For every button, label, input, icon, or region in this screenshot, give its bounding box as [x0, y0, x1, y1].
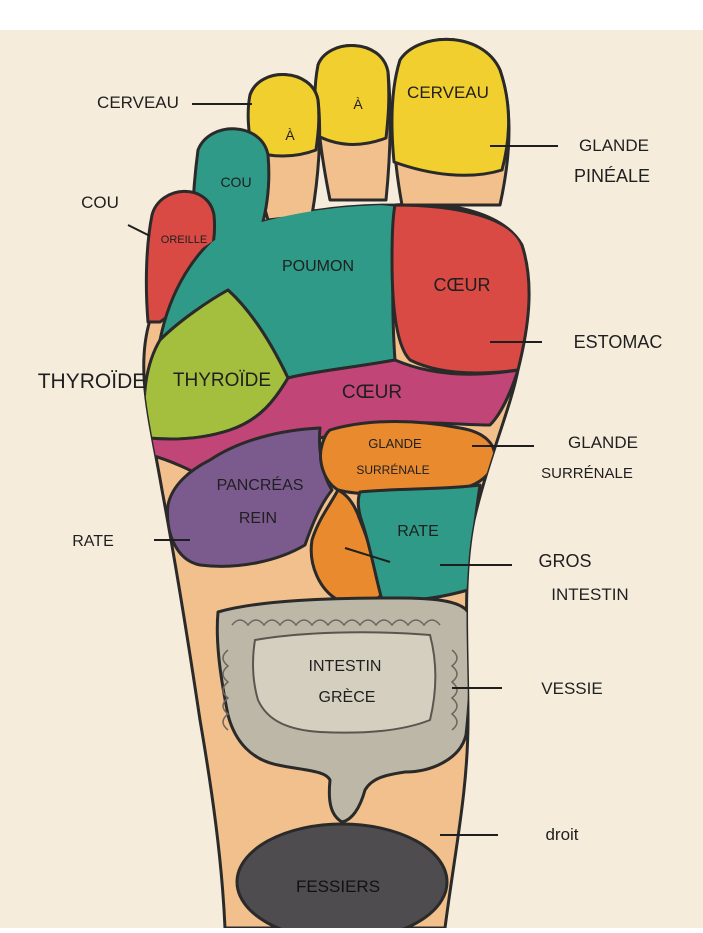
zone-label-toe-3: À — [353, 96, 363, 112]
leader-cou-left — [127, 224, 151, 237]
adrenal-zone — [319, 420, 497, 496]
label-cou-left: COU — [81, 193, 119, 212]
zone-label-intestine-2: GRÈCE — [319, 687, 376, 706]
zone-label-pancreas-2: REIN — [239, 510, 277, 527]
zone-label-heart-band: CŒUR — [342, 382, 402, 403]
toe-3-zone — [313, 44, 391, 147]
label-thyroide-left: THYROÏDE — [38, 370, 147, 393]
label-surrenale-2: SURRÉNALE — [541, 465, 633, 482]
zone-label-thyroid: THYROÏDE — [173, 370, 271, 391]
spleen-zone — [356, 483, 482, 602]
zone-label-spleen: RATE — [397, 523, 438, 540]
label-droit: droit — [545, 825, 578, 844]
label-cerveau-left: CERVEAU — [97, 93, 179, 112]
leader-rate-inner — [344, 547, 391, 563]
label-surrenale-1: GLANDE — [568, 433, 638, 452]
pancreas-zone — [165, 426, 334, 568]
big-toe-zone — [390, 38, 510, 177]
zone-label-toe-4: COU — [220, 174, 251, 190]
zone-label-heel: FESSIERS — [296, 877, 380, 896]
label-estomac: ESTOMAC — [574, 332, 663, 352]
label-pineale-2: PINÉALE — [574, 166, 650, 186]
heel-zone — [235, 822, 449, 929]
zone-label-pancreas-1: PANCRÉAS — [217, 475, 304, 494]
label-gros-1: GROS — [538, 551, 591, 571]
zone-label-adrenal-1: GLANDE — [368, 436, 422, 451]
label-pineale-1: GLANDE — [579, 136, 649, 155]
zone-label-adrenal-2: SURRÉNALE — [356, 462, 429, 477]
label-rate-left: RATE — [72, 533, 113, 550]
zone-label-heart-upper: CŒUR — [434, 275, 491, 295]
label-vessie: VESSIE — [541, 679, 602, 698]
zone-label-toe-5: OREILLE — [161, 234, 207, 246]
zone-label-big-toe: CERVEAU — [407, 83, 489, 102]
label-gros-2: INTESTIN — [551, 585, 628, 604]
intestine-inner — [252, 631, 437, 734]
intestine-folds — [222, 619, 458, 731]
zone-label-intestine-1: INTESTIN — [309, 658, 382, 675]
zone-label-toe-2: À — [285, 127, 295, 143]
zone-label-lung: POUMON — [282, 258, 354, 275]
